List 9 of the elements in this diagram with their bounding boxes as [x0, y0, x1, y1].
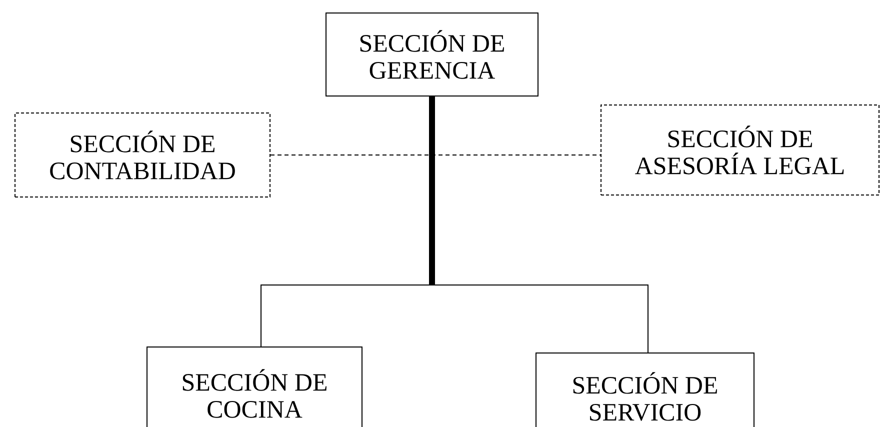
connector-trunk [429, 96, 435, 285]
dashed-box: SECCIÓN DE CONTABILIDAD [14, 112, 270, 198]
connector-line [432, 284, 648, 354]
section-box: SECCIÓN DE GERENCIA [326, 12, 538, 96]
section-box: SECCIÓN DE COCINA [146, 346, 362, 427]
connector-line [260, 284, 432, 348]
dashed-box: SECCIÓN DE ASESORÍA LEGAL [600, 104, 880, 196]
dashed-connector [270, 154, 601, 156]
section-box: SECCIÓN DE SERVICIO [536, 352, 754, 427]
